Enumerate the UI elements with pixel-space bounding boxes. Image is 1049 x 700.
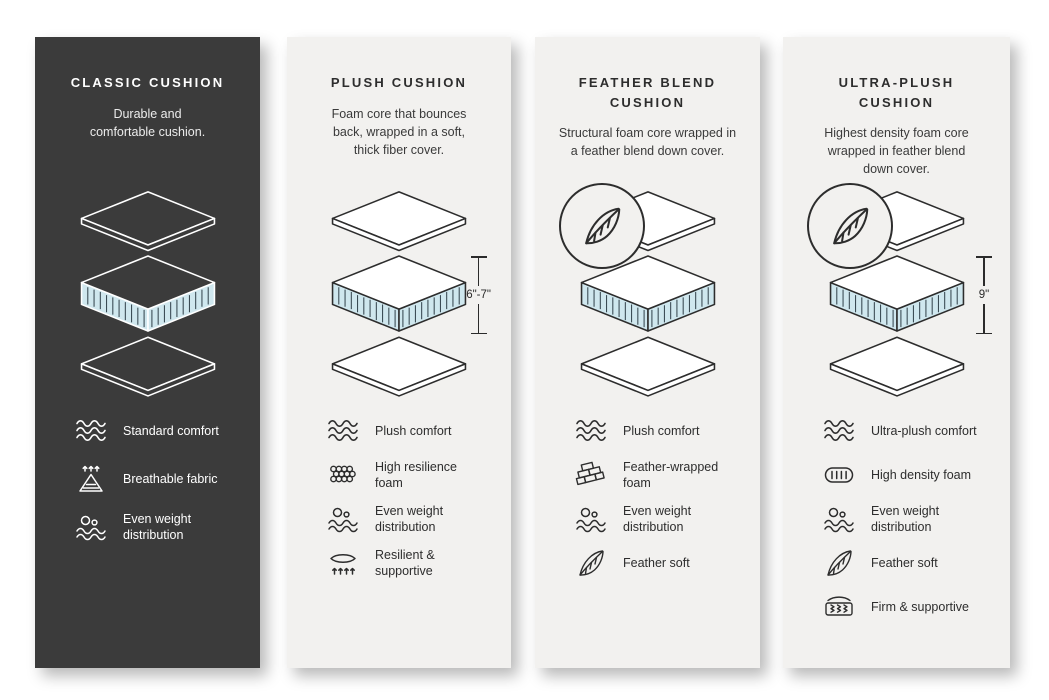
cushion-illustration: 6"-7": [303, 187, 495, 403]
feature-label: Even weight distribution: [123, 511, 192, 542]
feature-list: Standard comfort Breathable fabric Even …: [51, 413, 244, 545]
height-dimension: 6"-7": [464, 256, 493, 334]
cushion-illustration: [551, 183, 744, 403]
feather-icon: [827, 203, 873, 249]
dimension-cap: [470, 332, 487, 334]
feature-label: Standard comfort: [123, 423, 219, 438]
foam-cells-icon: [327, 459, 359, 491]
weight-distribution-icon: [75, 511, 107, 543]
bricks-icon: [575, 459, 607, 491]
feature-row: Even weight distribution: [327, 501, 495, 537]
feather-icon: [823, 547, 855, 579]
dimension-cap: [976, 256, 992, 258]
feature-label: High resilience foam: [375, 459, 457, 490]
waves-icon: [327, 415, 359, 447]
dimension-cap: [470, 256, 487, 258]
feature-label: Firm & supportive: [871, 599, 969, 614]
feature-list: Ultra-plush comfort High density foam Ev…: [799, 413, 994, 625]
feature-row: High density foam: [823, 457, 994, 493]
feature-row: Even weight distribution: [575, 501, 744, 537]
dimension-label: 9": [978, 289, 990, 301]
cushion-layers-icon: [331, 191, 467, 397]
feature-label: Resilient & supportive: [375, 547, 435, 578]
dimension-label: 6"-7": [466, 289, 491, 301]
card-title: PLUSH CUSHION: [330, 75, 468, 90]
feature-label: Feather soft: [871, 555, 938, 570]
feature-row: Even weight distribution: [75, 509, 244, 545]
feature-label: Even weight distribution: [871, 503, 940, 534]
feature-label: Feather-wrapped foam: [623, 459, 719, 490]
spring-icon: [327, 547, 359, 579]
feature-row: High resilience foam: [327, 457, 495, 493]
feature-label: High density foam: [871, 467, 972, 482]
card-description: Highest density foam core wrapped in fea…: [824, 126, 969, 177]
breathable-icon: [75, 463, 107, 495]
card-header: FEATHER BLEND CUSHION Structural foam co…: [551, 73, 744, 187]
card-title: FEATHER BLEND CUSHION: [578, 75, 717, 110]
feature-label: Plush comfort: [375, 423, 452, 438]
feature-row: Feather-wrapped foam: [575, 457, 744, 493]
card-description: Foam core that bounces back, wrapped in …: [331, 106, 467, 157]
dimension-line: [477, 257, 480, 286]
weight-distribution-icon: [575, 503, 607, 535]
cushion-illustration: [51, 187, 244, 403]
card-plush-cushion: PLUSH CUSHION Foam core that bounces bac…: [287, 37, 511, 668]
cushion-layers-icon: [80, 191, 215, 397]
feature-row: Firm & supportive: [823, 589, 994, 625]
weight-distribution-icon: [823, 503, 855, 535]
height-dimension: 9": [976, 256, 992, 334]
cushion-illustration: 9": [799, 183, 994, 403]
feature-label: Ultra-plush comfort: [871, 423, 977, 438]
feature-row: Breathable fabric: [75, 461, 244, 497]
card-header: PLUSH CUSHION Foam core that bounces bac…: [303, 73, 495, 187]
feature-list: Plush comfort High resilience foam Even …: [303, 413, 495, 581]
card-ultra-plush-cushion: ULTRA-PLUSH CUSHION Highest density foam…: [783, 37, 1010, 668]
card-header: ULTRA-PLUSH CUSHION Highest density foam…: [799, 73, 994, 187]
feature-row: Standard comfort: [75, 413, 244, 449]
feature-label: Even weight distribution: [623, 503, 692, 534]
feature-row: Even weight distribution: [823, 501, 994, 537]
feather-badge: [559, 183, 645, 269]
feature-label: Plush comfort: [623, 423, 700, 438]
weight-distribution-icon: [327, 503, 359, 535]
feature-row: Plush comfort: [575, 413, 744, 449]
card-classic-cushion: CLASSIC CUSHION Durable and comfortable …: [35, 37, 260, 668]
feather-icon: [575, 547, 607, 579]
density-icon: [823, 459, 855, 491]
card-header: CLASSIC CUSHION Durable and comfortable …: [51, 73, 244, 187]
feature-label: Even weight distribution: [375, 503, 444, 534]
dimension-cap: [976, 332, 992, 334]
card-title: ULTRA-PLUSH CUSHION: [838, 75, 955, 110]
dimension-line: [983, 304, 985, 333]
card-feather-blend-cushion: FEATHER BLEND CUSHION Structural foam co…: [535, 37, 760, 668]
feature-row: Ultra-plush comfort: [823, 413, 994, 449]
feature-row: Resilient & supportive: [327, 545, 495, 581]
coils-icon: [823, 591, 855, 623]
feature-label: Feather soft: [623, 555, 690, 570]
feather-badge: [807, 183, 893, 269]
card-description: Structural foam core wrapped in a feathe…: [558, 126, 737, 159]
feature-list: Plush comfort Feather-wrapped foam Even …: [551, 413, 744, 581]
waves-icon: [75, 415, 107, 447]
waves-icon: [823, 415, 855, 447]
feather-icon: [579, 203, 625, 249]
feature-row: Plush comfort: [327, 413, 495, 449]
dimension-line: [983, 257, 985, 286]
dimension-line: [477, 304, 480, 333]
card-description: Durable and comfortable cushion.: [89, 106, 206, 139]
feature-row: Feather soft: [823, 545, 994, 581]
waves-icon: [575, 415, 607, 447]
feature-row: Feather soft: [575, 545, 744, 581]
feature-label: Breathable fabric: [123, 471, 218, 486]
card-title: CLASSIC CUSHION: [70, 75, 225, 90]
